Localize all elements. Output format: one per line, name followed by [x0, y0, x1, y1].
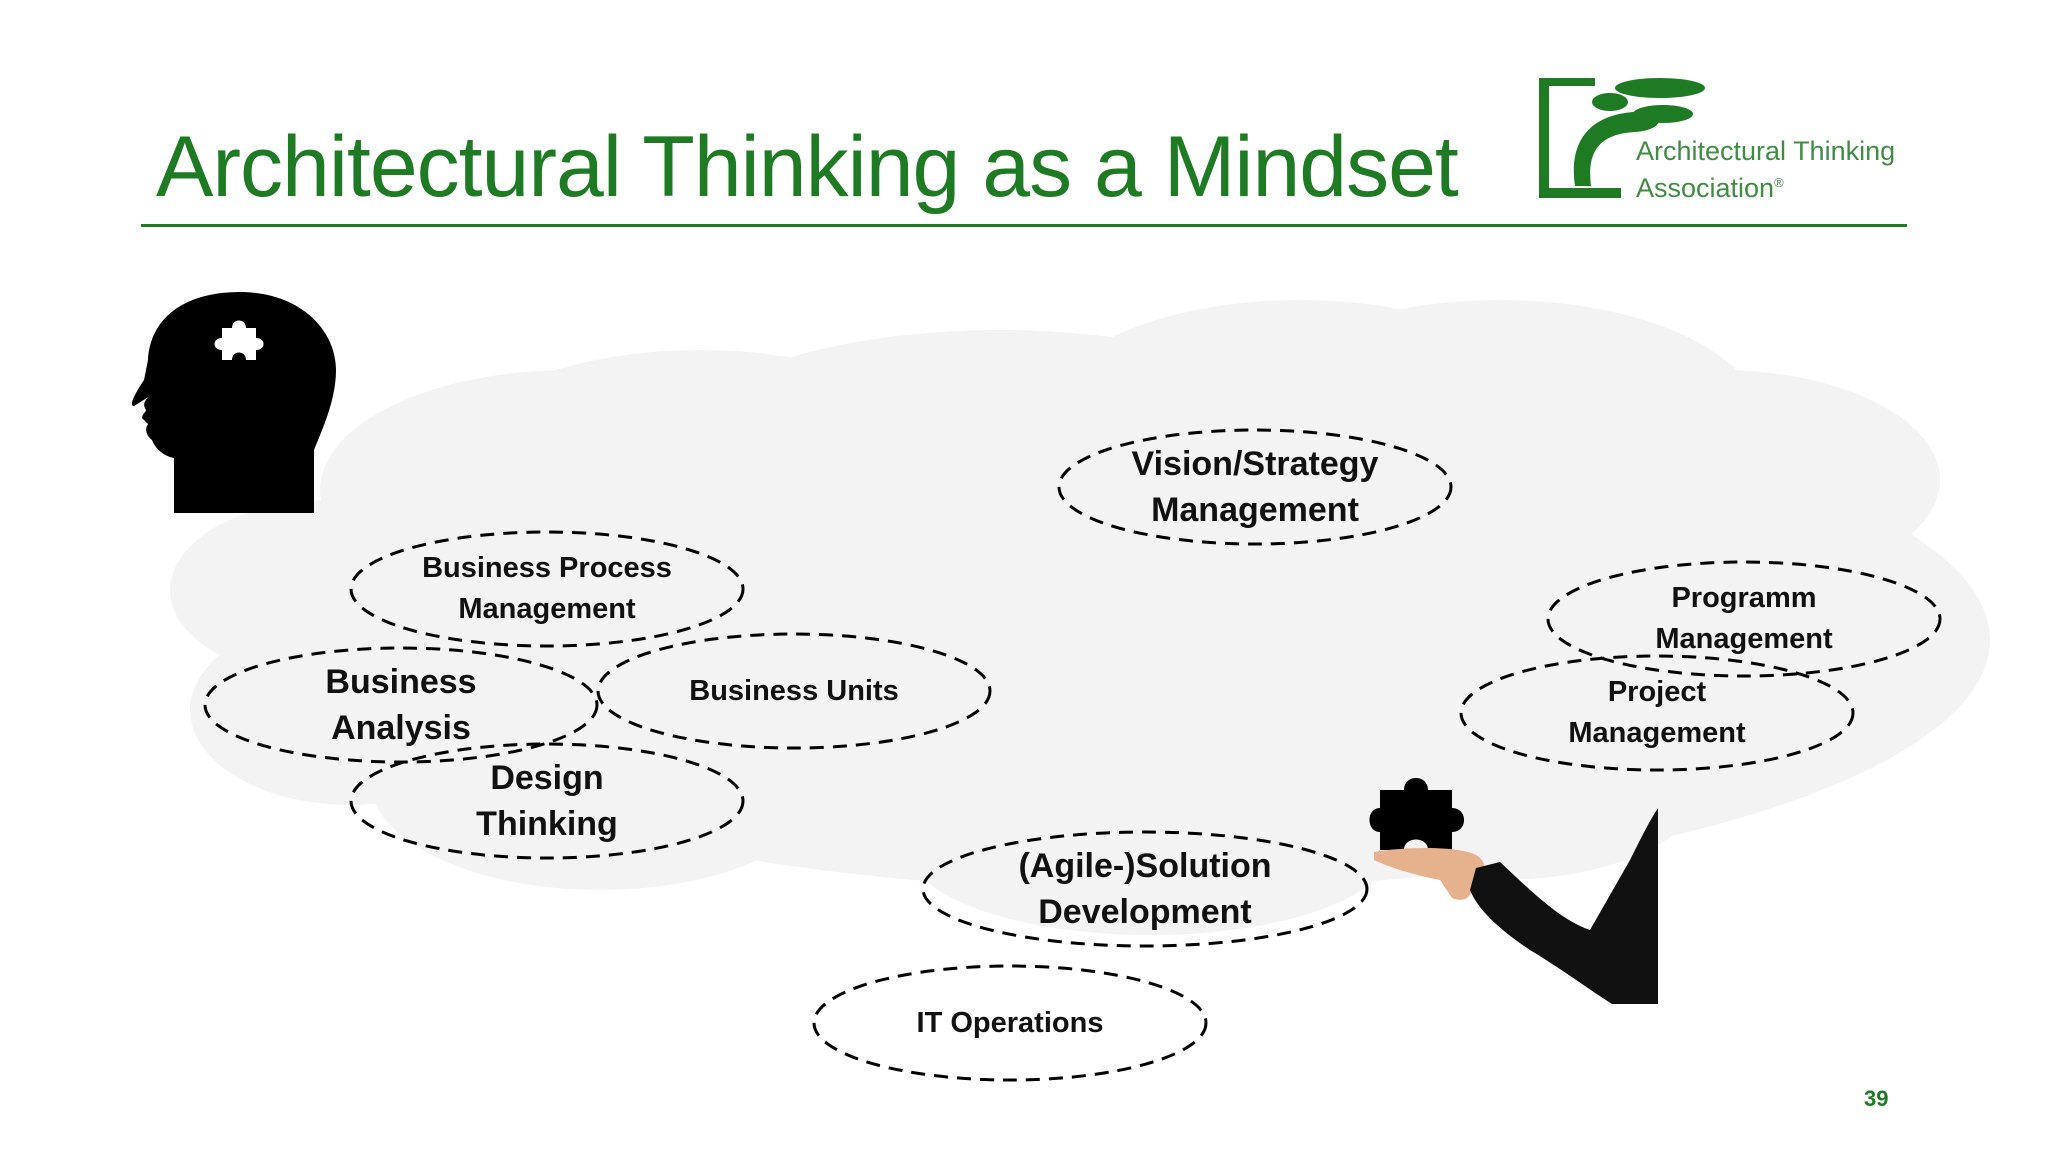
head-with-puzzle-icon [131, 292, 336, 513]
bubble-text: Business Units [689, 674, 899, 707]
bubble-text: Management [1655, 623, 1833, 655]
ellipse-business-units [596, 632, 992, 750]
bubble-text: Analysis [331, 709, 471, 747]
logo-line-2-text: Association [1636, 173, 1775, 203]
ellipse-bpm [349, 530, 745, 648]
bubble-text: Business [325, 663, 477, 701]
ellipse-solution-dev [921, 830, 1369, 948]
ellipse-vision [1057, 428, 1453, 546]
logo-text: Architectural Thinking Association® [1636, 136, 1895, 204]
bubble-text: Management [1151, 491, 1359, 529]
bubble-text: Business Process [422, 552, 672, 584]
logo-line-2: Association® [1636, 167, 1895, 204]
bubble-text: Vision/Strategy [1131, 445, 1379, 483]
bubble-text: Management [1568, 717, 1746, 749]
bubble-text: Project [1607, 676, 1707, 708]
hand-holding-puzzle-icon [1369, 778, 1658, 1004]
bubble-text: Management [458, 593, 636, 625]
title-underline [141, 224, 1907, 227]
bubble-it-operations: IT Operations [814, 966, 1206, 1080]
logo-line-1: Architectural Thinking [1636, 136, 1896, 166]
bubble-business-units: Business Units [598, 634, 990, 748]
bubble-text: Development [1038, 893, 1252, 931]
bubble-text: IT Operations [916, 1006, 1104, 1039]
ata-logo-icon [1539, 78, 1705, 198]
ellipse-programm [1546, 560, 1942, 678]
bubble-text: Programm [1671, 582, 1817, 614]
page-number: 39 [1864, 1086, 1889, 1111]
bubble-text: Thinking [476, 805, 618, 843]
bubble-text: Design [490, 759, 604, 797]
registered-mark: ® [1774, 175, 1784, 190]
slide-title: Architectural Thinking as a Mindset [156, 119, 1459, 215]
ellipse-it-operations [812, 964, 1208, 1082]
ellipse-project [1459, 654, 1855, 772]
bubble-text: (Agile-)Solution [1018, 847, 1272, 885]
ellipse-design-thinking [349, 742, 745, 860]
